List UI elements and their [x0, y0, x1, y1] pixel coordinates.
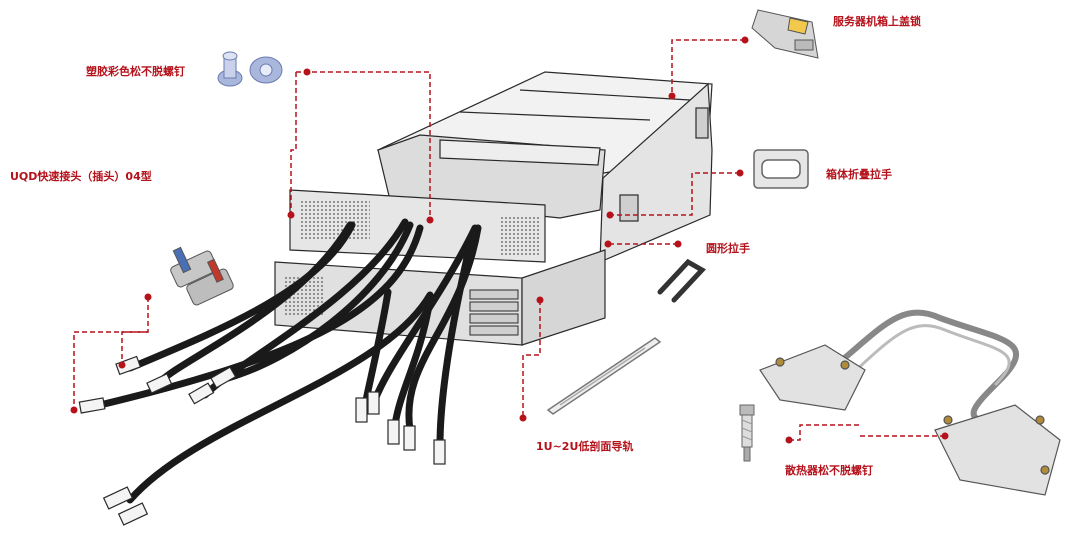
label-lid-lock: 服务器机箱上盖锁	[833, 15, 921, 28]
round-handle-icon	[657, 258, 706, 303]
lid-lock-icon	[751, 9, 819, 59]
drive-bays	[469, 289, 519, 336]
label-heatsink-screw: 散热器松不脱螺钉	[785, 464, 873, 477]
label-low-profile-rail: 1U~2U低剖面导轨	[536, 440, 634, 453]
cold-plate-assembly	[759, 309, 1061, 496]
callout-lines	[73, 39, 945, 441]
label-folding-handle: 箱体折叠拉手	[826, 168, 892, 181]
label-round-handle: 圆形拉手	[706, 242, 750, 255]
label-uqd-connector: UQD快速接头（插头）04型	[10, 170, 152, 183]
hose-connectors	[78, 355, 446, 526]
folding-handle-icon	[753, 149, 809, 189]
captive-screw-icon	[217, 51, 283, 87]
label-color-captive-screw: 塑胶彩色松不脱螺钉	[86, 65, 185, 78]
uqd-connector-icon	[170, 246, 234, 306]
callout-dots	[70, 36, 949, 444]
heatsink-screw-icon	[739, 404, 755, 462]
rail-icon	[546, 337, 662, 415]
